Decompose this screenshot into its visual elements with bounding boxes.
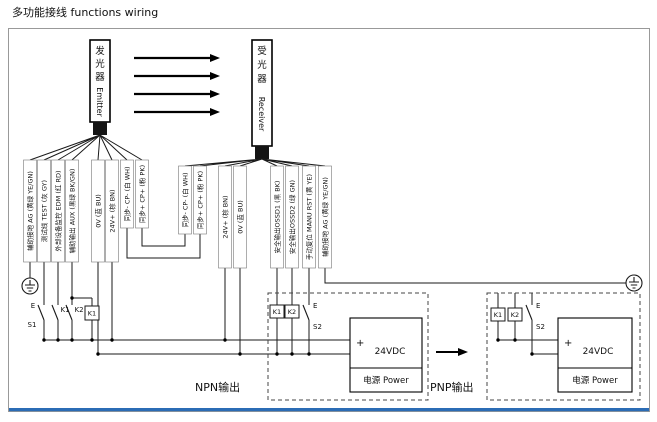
page-title: 多功能接线 functions wiring <box>12 5 158 19</box>
svg-text:同步+ CP+ (粉 PK): 同步+ CP+ (粉 PK) <box>195 171 204 229</box>
contact-k1-label: K1 <box>61 306 70 314</box>
npn-relay-coil-k1: K1 <box>269 304 285 319</box>
npn-power-label: 电源 Power <box>363 375 409 386</box>
wire-label-aux: 辅助输出 AUX (黑绿 BK/GN) <box>65 159 79 263</box>
wire-label-edm: 外部设备监控 EDM (红 RD) <box>51 159 65 263</box>
wire-label-ossd2: 安全输出OSSD2 (绿 GN) <box>285 165 299 269</box>
emitter-wire-labels: 辅助接地 AG (黄绿 YE/GN) 测试线 TEST (灰 GY) 外部设备监… <box>23 159 149 263</box>
emergency-label-left: E <box>31 302 35 310</box>
pnp-internal-wires <box>497 293 558 355</box>
npn-section-label: NPN输出 <box>195 380 240 394</box>
wire-label-manu-rst: 手动复位 MANU RST (黄 YE) <box>302 165 316 269</box>
svg-text:K1: K1 <box>273 308 281 316</box>
earth-ground-right-icon <box>625 274 643 292</box>
svg-text:辅助输出 AUX (黑绿 BK/GN): 辅助输出 AUX (黑绿 BK/GN) <box>67 169 76 254</box>
svg-text:0V (蓝 BU): 0V (蓝 BU) <box>235 200 244 234</box>
receiver-fanout-wires <box>184 158 326 167</box>
junction-dots <box>42 296 534 356</box>
emitter-device: 发 光 器 Emitter <box>89 39 111 135</box>
footer-accent-rule <box>9 408 649 412</box>
svg-text:24V+ (棕 BN): 24V+ (棕 BN) <box>107 189 116 232</box>
svg-text:0V (蓝 BU): 0V (蓝 BU) <box>93 194 102 228</box>
wire-label-cpplus-receiver: 同步+ CP+ (粉 PK) <box>193 165 207 235</box>
light-beam-arrows <box>134 54 220 116</box>
emitter-label-cn-3: 器 <box>95 72 105 83</box>
svg-text:安全输出OSSD1 (黑 BK): 安全输出OSSD1 (黑 BK) <box>272 181 281 254</box>
wire-label-ossd1: 安全输出OSSD1 (黑 BK) <box>270 165 284 269</box>
wire-label-cpminus-receiver: 同步- CP- (白 WH) <box>178 165 192 235</box>
svg-text:手动复位 MANU RST (黄 YE): 手动复位 MANU RST (黄 YE) <box>304 174 313 260</box>
svg-text:测试线 TEST (灰 GY): 测试线 TEST (灰 GY) <box>39 180 48 242</box>
wire-label-0v-receiver: 0V (蓝 BU) <box>233 165 247 269</box>
wire-label-24v-receiver: 24V+ (棕 BN) <box>218 165 232 269</box>
wire-label-ag-receiver: 辅助接地 AG (黄绿 YE/GN) <box>318 165 332 269</box>
receiver-cable-connector <box>255 146 269 159</box>
pnp-power-label: 电源 Power <box>572 375 618 386</box>
pnp-power-plus: + <box>564 338 572 349</box>
receiver-vertical-wires <box>224 268 626 354</box>
svg-text:同步+ CP+ (粉 PK): 同步+ CP+ (粉 PK) <box>137 165 146 223</box>
pnp-relay-coil-k1: K1 <box>490 307 506 322</box>
svg-text:安全输出OSSD2 (绿 GN): 安全输出OSSD2 (绿 GN) <box>287 180 296 254</box>
contact-k1-blade <box>51 304 59 321</box>
receiver-device: 受 光 器 Receiver <box>251 39 273 159</box>
emitter-label-cn-2: 光 <box>95 58 105 70</box>
npn-power-plus: + <box>356 338 364 349</box>
svg-text:K1: K1 <box>494 311 502 319</box>
switch-s1-label: S1 <box>28 321 37 329</box>
switch-s2-pnp-label: S2 <box>536 323 545 331</box>
npn-power-supply: + 24VDC 电源 Power <box>349 317 423 393</box>
pnp-power-supply: + 24VDC 电源 Power <box>557 317 633 393</box>
pnp-section-label: PNP输出 <box>430 380 474 394</box>
relay-coil-k1-left: K1 <box>84 305 100 321</box>
pnp-section-box <box>486 292 641 401</box>
svg-text:K2: K2 <box>511 311 519 319</box>
wire-label-cpplus-emitter: 同步+ CP+ (粉 PK) <box>135 159 149 229</box>
npn-section-box <box>267 292 429 401</box>
wire-label-test: 测试线 TEST (灰 GY) <box>37 159 51 263</box>
svg-text:K2: K2 <box>288 308 296 316</box>
receiver-label-cn-2: 光 <box>257 59 267 71</box>
sync-loop-wires <box>126 228 201 259</box>
svg-text:辅助接地 AG (黄绿 YE/GN): 辅助接地 AG (黄绿 YE/GN) <box>320 177 329 257</box>
emergency-label-pnp: E <box>536 302 540 310</box>
switch-s2-npn-label: S2 <box>313 323 322 331</box>
receiver-label-cn-3: 器 <box>257 74 267 85</box>
switch-s2-pnp-blade <box>525 304 533 321</box>
npn-power-voltage: 24VDC <box>375 347 406 357</box>
emitter-label-en: Emitter <box>95 87 104 117</box>
relay-coil-k1-left-box <box>84 305 100 321</box>
pnp-relay-coil-k2: K2 <box>507 307 523 322</box>
svg-text:辅助接地 AG (黄绿 YE/GN): 辅助接地 AG (黄绿 YE/GN) <box>25 171 34 251</box>
receiver-label-en: Receiver <box>257 97 266 132</box>
pnp-power-voltage: 24VDC <box>583 347 614 357</box>
svg-text:同步- CP- (白 WH): 同步- CP- (白 WH) <box>122 166 131 221</box>
receiver-label-cn-1: 受 <box>257 45 267 57</box>
wire-label-ag-emitter: 辅助接地 AG (黄绿 YE/GN) <box>23 159 37 263</box>
earth-ground-left-icon <box>21 277 39 295</box>
switch-s1-blade <box>37 304 45 321</box>
svg-text:外部设备监控 EDM (红 RD): 外部设备监控 EDM (红 RD) <box>53 170 62 251</box>
wire-label-24v-emitter: 24V+ (棕 BN) <box>105 159 119 263</box>
emergency-label-npn: E <box>313 302 317 310</box>
wire-label-cpminus-emitter: 同步- CP- (白 WH) <box>120 159 134 229</box>
svg-text:24V+ (棕 BN): 24V+ (棕 BN) <box>220 195 229 238</box>
wire-label-0v-emitter: 0V (蓝 BU) <box>91 159 105 263</box>
emitter-label-cn-1: 发 <box>95 45 105 57</box>
emitter-cable-connector <box>93 122 107 135</box>
relay-coil-k1-left-label: K1 <box>88 310 96 318</box>
contact-k2-blade <box>65 304 73 321</box>
svg-text:同步- CP- (白 WH): 同步- CP- (白 WH) <box>180 172 189 227</box>
npn-relay-coil-k2: K2 <box>284 304 300 319</box>
receiver-wire-labels: 同步- CP- (白 WH) 同步+ CP+ (粉 PK) 24V+ (棕 BN… <box>178 165 332 269</box>
emitter-vertical-wires <box>29 262 113 354</box>
emitter-fanout-wires <box>29 134 143 161</box>
contact-k2-label: K2 <box>75 306 84 314</box>
switch-s2-npn-blade <box>302 304 310 321</box>
